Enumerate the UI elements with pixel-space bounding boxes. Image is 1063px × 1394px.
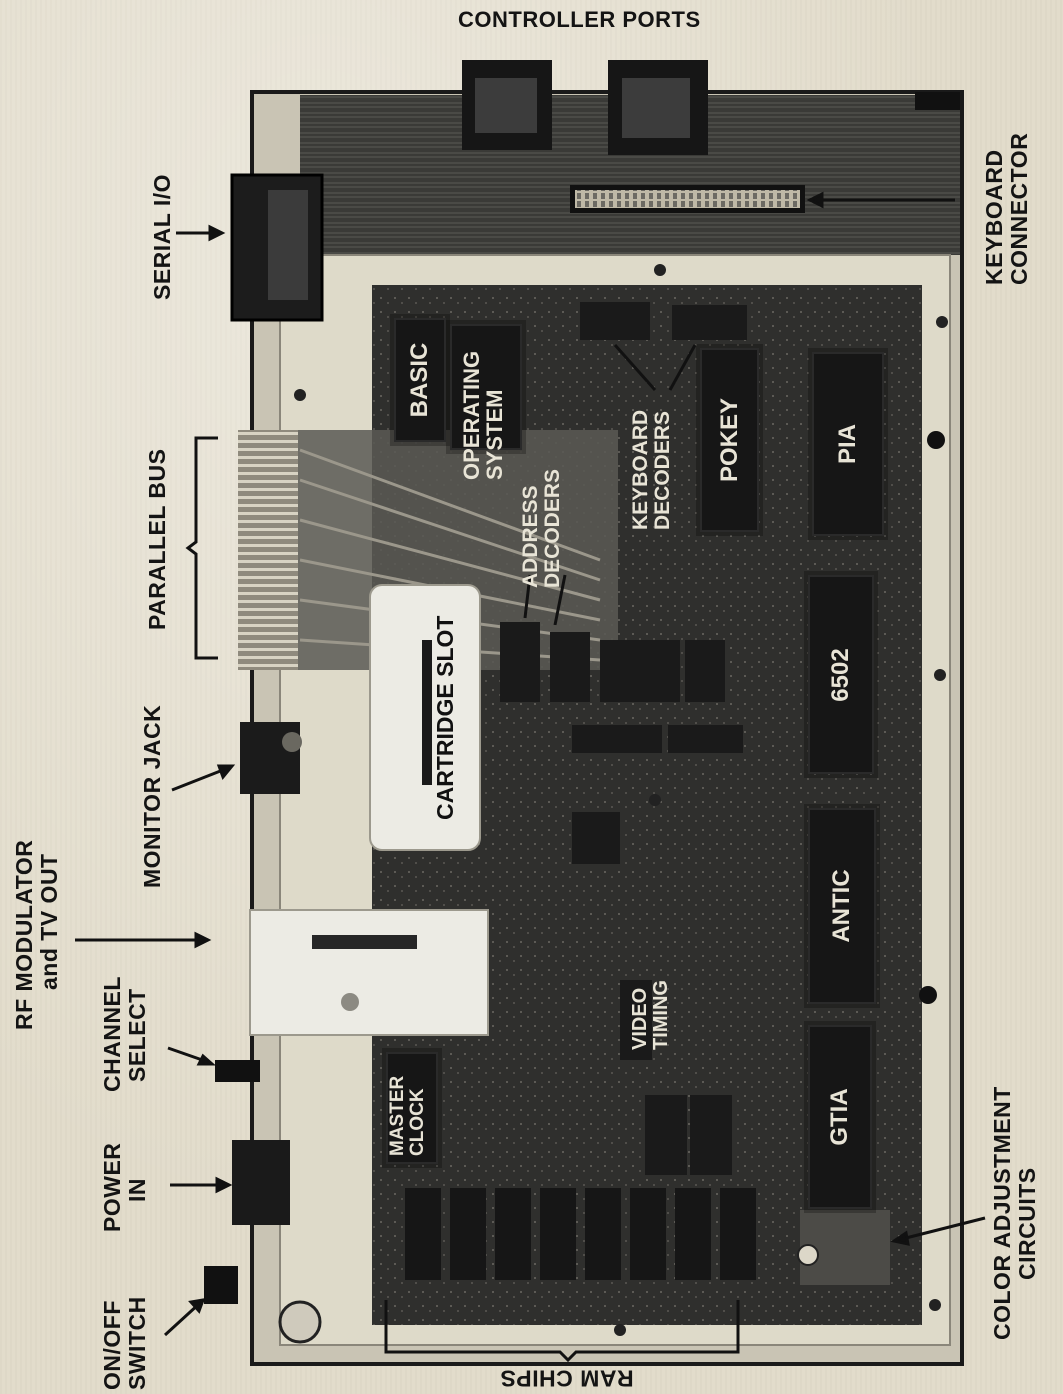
os-rom-chip <box>450 324 522 450</box>
color-adjustment-label: COLOR ADJUSTMENT CIRCUITS <box>989 1086 1041 1340</box>
basic-label: BASIC <box>406 342 433 418</box>
pia-chip: PIA <box>812 352 884 536</box>
power-in-part <box>232 1140 290 1225</box>
address-decoders-line2: DECODERS <box>541 468 565 588</box>
onoff-switch-arrow <box>163 1301 202 1337</box>
serial-io-label: SERIAL I/O <box>149 174 175 300</box>
controller-ports-label: CONTROLLER PORTS <box>458 7 701 32</box>
master-clock-label: MASTER CLOCK <box>387 1075 428 1156</box>
parallel-bus-edge <box>238 430 298 670</box>
parallel-bus-label: PARALLEL BUS <box>144 448 170 631</box>
onoff-switch-line2: SWITCH <box>124 1296 151 1390</box>
rf-modulator-line1: RF MODULATOR <box>11 839 37 1030</box>
color-adjust-arrow <box>897 1216 986 1242</box>
channel-select-part <box>215 1060 260 1082</box>
onoff-switch-label: ON/OFF SWITCH <box>99 1296 151 1390</box>
cpu-6502-chip: 6502 <box>808 575 874 774</box>
cartridge-slot-label: CARTRIDGE SLOT <box>432 615 458 820</box>
rf-modulator-box <box>249 909 489 1036</box>
video-timing-label: VIDEO TIMING <box>629 980 672 1050</box>
ram-chips-bracket <box>384 1300 740 1363</box>
ram-chips-label: RAM CHIPS <box>500 1365 634 1392</box>
address-decoder-arrow-1 <box>523 574 532 619</box>
power-in-line2: IN <box>124 1178 151 1202</box>
master-clock-line2: CLOCK <box>406 1088 428 1156</box>
gtia-chip: GTIA <box>808 1025 872 1209</box>
antic-label: ANTIC <box>828 869 855 943</box>
power-in-line1: POWER <box>99 1142 125 1232</box>
address-decoders-label: ADDRESS DECODERS <box>519 468 565 588</box>
address-decoders-line1: ADDRESS <box>519 485 542 588</box>
keyboard-connector-line1: KEYBOARD <box>981 149 1007 285</box>
operating-label-line1: OPERATING <box>459 350 484 480</box>
keyboard-decoder-arrow-2 <box>668 344 697 391</box>
onoff-switch-part <box>204 1266 238 1304</box>
rf-modulator-line2: and TV OUT <box>36 853 63 990</box>
keyboard-decoder-arrow-1 <box>613 344 657 391</box>
keyboard-connector-line2: CONNECTOR <box>1006 132 1033 285</box>
keyboard-decoders-label: KEYBOARD DECODERS <box>629 409 675 530</box>
master-clock-line1: MASTER <box>387 1075 408 1156</box>
color-adjustment-line1: COLOR ADJUSTMENT <box>989 1086 1015 1340</box>
monitor-jack-arrow <box>171 766 229 792</box>
video-timing-line1: VIDEO <box>629 987 651 1050</box>
operating-system-label: OPERATING SYSTEM <box>459 350 508 480</box>
onoff-switch-line1: ON/OFF <box>99 1300 125 1390</box>
keyboard-decoders-line1: KEYBOARD <box>629 409 652 530</box>
channel-select-label: CHANNEL SELECT <box>99 976 151 1092</box>
antic-chip: ANTIC <box>808 808 876 1004</box>
pokey-chip: POKEY <box>700 348 759 532</box>
rf-modulator-label: RF MODULATOR and TV OUT <box>11 839 63 1030</box>
ram-chip-row <box>405 1188 756 1280</box>
address-decoder-arrow-2 <box>553 574 567 626</box>
keyboard-decoders-line2: DECODERS <box>651 410 675 530</box>
channel-select-line1: CHANNEL <box>99 976 125 1092</box>
pia-label: PIA <box>834 423 861 465</box>
gtia-label: GTIA <box>826 1088 853 1146</box>
black-corner-block <box>915 92 960 110</box>
channel-select-line2: SELECT <box>124 988 151 1082</box>
parallel-bus-bracket <box>185 436 218 660</box>
video-timing-line2: TIMING <box>650 980 672 1050</box>
pokey-label: POKEY <box>715 397 743 483</box>
monitor-jack-label: MONITOR JACK <box>139 704 165 888</box>
color-adjustment-line2: CIRCUITS <box>1014 1167 1041 1280</box>
operating-label-line2: SYSTEM <box>482 389 508 480</box>
power-in-label: POWER IN <box>99 1142 151 1232</box>
cpu-label: 6502 <box>827 647 854 702</box>
keyboard-connector-label: KEYBOARD CONNECTOR <box>981 132 1033 285</box>
master-clock-block <box>386 1052 438 1164</box>
basic-rom-chip: BASIC <box>394 318 446 442</box>
